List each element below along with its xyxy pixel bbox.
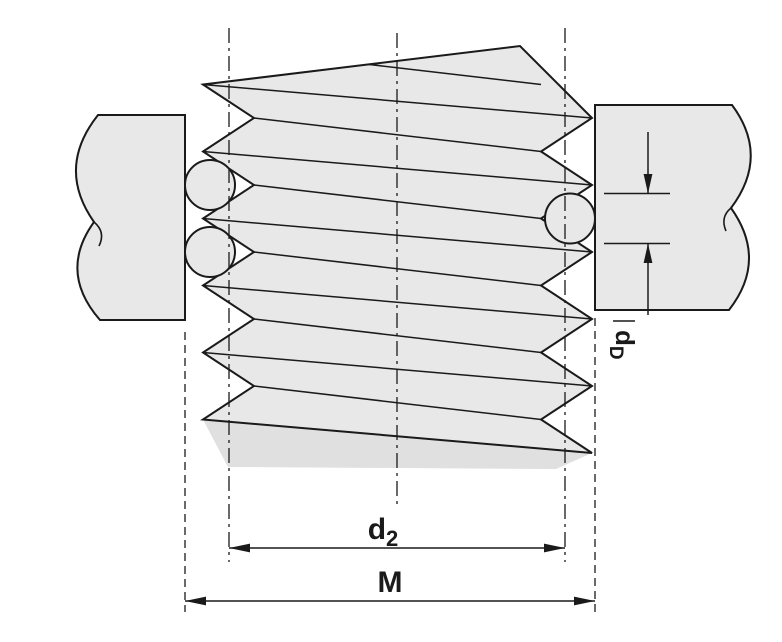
right-anvil-body bbox=[594, 104, 752, 311]
left-anvil-break-hook bbox=[93, 221, 103, 247]
measurement-label: M bbox=[378, 566, 403, 599]
measuring-wire-left-top bbox=[184, 159, 236, 211]
left-anvil bbox=[75, 114, 186, 321]
arrow-right-icon bbox=[544, 543, 565, 553]
pitch-diameter-label: d2 bbox=[368, 513, 399, 551]
arrow-left-icon bbox=[185, 596, 206, 606]
arrow-down-icon bbox=[643, 174, 653, 194]
dimension-pitch-diameter: d2 bbox=[229, 513, 565, 553]
measuring-wire-right bbox=[544, 192, 596, 245]
thread-crest-line bbox=[203, 284, 592, 320]
dimension-measurement-over-wires: M bbox=[185, 566, 595, 606]
thread-root-line bbox=[253, 117, 542, 153]
extension-lines bbox=[184, 318, 596, 612]
arrow-up-icon bbox=[643, 243, 653, 263]
arrow-right-icon bbox=[574, 596, 595, 606]
measuring-wires bbox=[184, 159, 596, 278]
wire-diameter-label: dD bbox=[605, 330, 640, 360]
right-anvil bbox=[594, 104, 752, 311]
wire-diameter-label-sub: D bbox=[605, 346, 626, 360]
right-anvil-break-hook bbox=[723, 207, 732, 232]
wire-diameter-label-base: d bbox=[610, 330, 640, 346]
measuring-wire-left-bottom bbox=[184, 226, 236, 278]
arrow-left-icon bbox=[229, 543, 250, 553]
axis-lines bbox=[228, 28, 566, 562]
thread-bottom-shading bbox=[203, 419, 592, 469]
dimension-wire-diameter: dD bbox=[604, 132, 670, 360]
thread-crest-line bbox=[203, 150, 592, 186]
pitch-diameter-label-base: d bbox=[368, 513, 386, 546]
left-anvil-body bbox=[75, 114, 186, 321]
pitch-diameter-label-sub: 2 bbox=[386, 526, 398, 551]
